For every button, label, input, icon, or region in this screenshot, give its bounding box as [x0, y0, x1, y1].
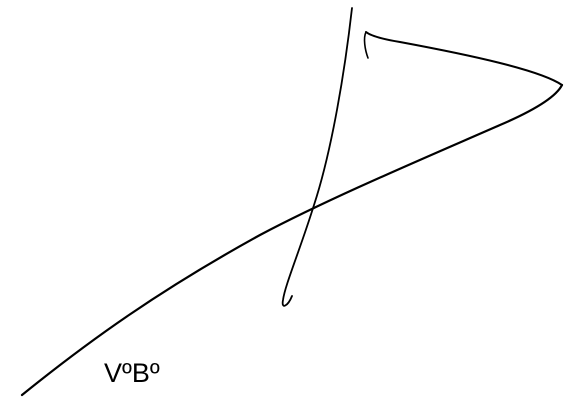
- signature-vertical-stroke: [281, 7, 353, 307]
- signature-upper-stroke: [365, 31, 563, 86]
- signature-main-stroke: [20, 83, 564, 397]
- signature-hook-stroke: [363, 31, 369, 59]
- approval-mark-label: VºBº: [104, 358, 160, 388]
